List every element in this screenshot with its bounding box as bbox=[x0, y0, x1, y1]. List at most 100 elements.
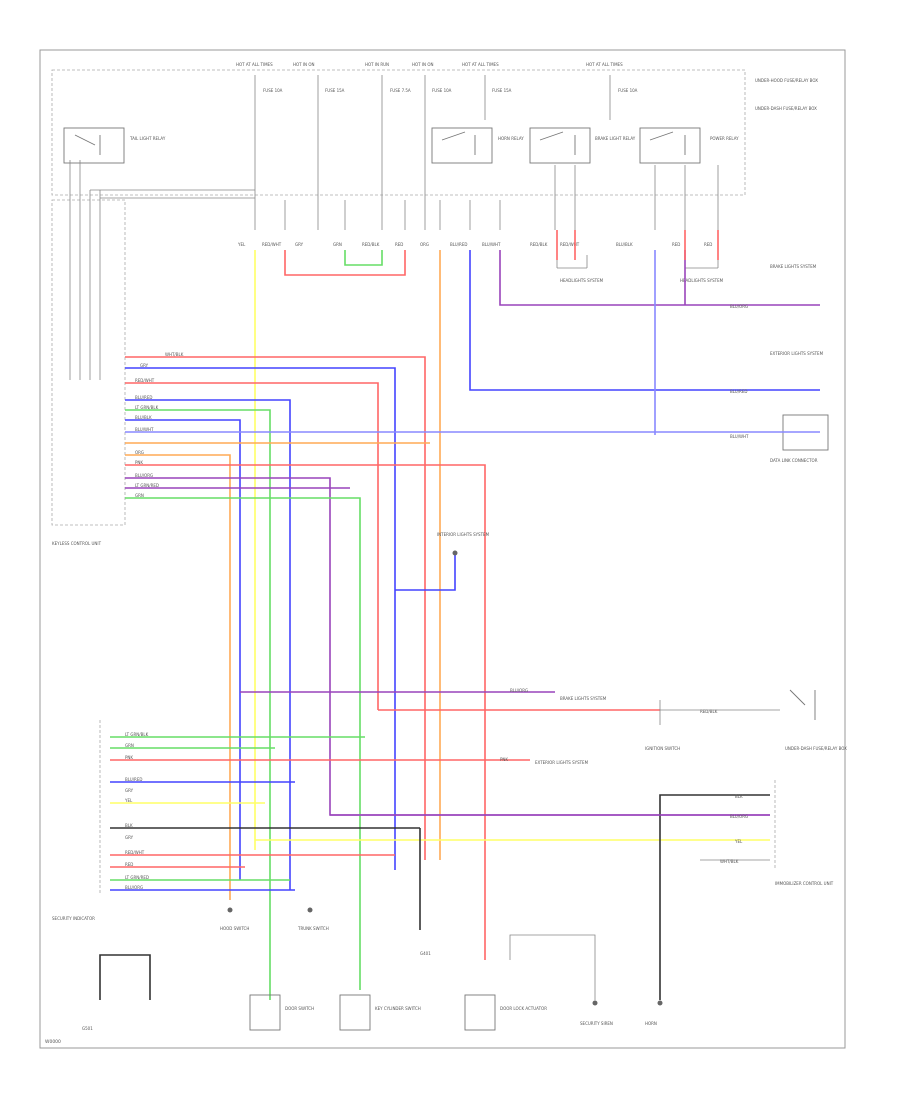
lcl-12: BLU/ORG bbox=[125, 885, 143, 890]
bottom-components: HOOD SWITCH TRUNK SWITCH G401 SECURITY I… bbox=[52, 828, 663, 1031]
cuwl-6: BLU/BLK bbox=[135, 415, 152, 420]
ext-wl: PNK bbox=[500, 757, 508, 762]
lcl-10: RED bbox=[125, 862, 133, 867]
power-relay-label: POWER RELAY bbox=[710, 136, 739, 141]
fuse-label-3: HOT IN RUN bbox=[365, 62, 389, 67]
cuwl-1: WHT/BLK bbox=[165, 352, 184, 357]
relay-power: POWER RELAY bbox=[639, 127, 739, 164]
rc-wl-4: WHT/BLK bbox=[720, 859, 739, 864]
fuse-label-1: HOT AT ALL TIMES bbox=[236, 62, 273, 67]
cuwl-12: GRN bbox=[135, 493, 144, 498]
cu-wire-13 bbox=[125, 497, 361, 990]
wl-blue: BLU/RED bbox=[730, 389, 747, 394]
door-switch-box bbox=[249, 994, 281, 1031]
ground-label-1: G401 bbox=[420, 951, 431, 956]
ground-label-2: G501 bbox=[82, 1026, 93, 1031]
ignition-switch-symbol bbox=[789, 689, 816, 720]
fuse-rating-4: FUSE 10A bbox=[432, 88, 452, 93]
headlights-label-1: HEADLIGHTS SYSTEM bbox=[560, 278, 604, 283]
fuse-rating-6: FUSE 10A bbox=[618, 88, 638, 93]
key-cylinder-box bbox=[339, 994, 371, 1031]
rc-wl-2: BLU/ORG bbox=[730, 814, 748, 819]
conn-label-3: GRY bbox=[295, 242, 304, 247]
lcl-2: GRN bbox=[125, 743, 134, 748]
relay-horn: HORN RELAY bbox=[431, 127, 524, 164]
fuse-rating-5: FUSE 15A bbox=[492, 88, 512, 93]
lower-connector-wires bbox=[110, 736, 770, 891]
siren-link bbox=[509, 934, 596, 1000]
fuse-labels: HOT AT ALL TIMES HOT IN ON HOT IN RUN HO… bbox=[236, 62, 623, 67]
relay-tail-light: TAIL LIGHT RELAY bbox=[63, 127, 166, 164]
fuse-rating-1: FUSE 10A bbox=[263, 88, 283, 93]
tail-light-relay-label: TAIL LIGHT RELAY bbox=[129, 136, 166, 141]
cu-wire-3 bbox=[125, 382, 379, 710]
conn-label-9: BLU/WHT bbox=[482, 242, 501, 247]
rc-wl-3: YEL bbox=[734, 839, 743, 844]
wire-red-stubs bbox=[556, 230, 719, 260]
brake-lights-label: BRAKE LIGHTS SYSTEM bbox=[560, 696, 607, 701]
relay-feeds bbox=[554, 165, 719, 230]
cuwl-7: BLU/WHT bbox=[135, 427, 154, 432]
keyless-control-unit-outline bbox=[51, 199, 126, 526]
underhood-fuse-box-label: UNDER-HOOD FUSE/RELAY BOX bbox=[755, 78, 818, 83]
relay-brake: BRAKE LIGHT RELAY bbox=[529, 127, 636, 164]
cu-wire-4 bbox=[125, 399, 291, 890]
ignition-label: IGNITION SWITCH bbox=[645, 746, 680, 751]
fuse-label-5: HOT AT ALL TIMES bbox=[462, 62, 499, 67]
lcl-8: GRY bbox=[125, 835, 134, 840]
conn-label-13: RED bbox=[672, 242, 680, 247]
cu-wire-10 bbox=[125, 464, 486, 960]
horn-label: HORN bbox=[645, 1021, 657, 1026]
left-harness bbox=[69, 160, 101, 380]
cu-wire-6 bbox=[125, 419, 241, 880]
lcl-11: LT GRN/RED bbox=[125, 875, 149, 880]
hood-switch-node bbox=[227, 907, 233, 913]
lcl-6: YEL bbox=[124, 798, 133, 803]
immobilizer-label: IMMOBILIZER CONTROL UNIT bbox=[775, 881, 834, 886]
conn-label-2: RED/WHT bbox=[262, 242, 282, 247]
footer-code: W0000 bbox=[45, 1039, 61, 1045]
interior-lights-label: INTERIOR LIGHTS SYSTEM bbox=[437, 532, 490, 537]
lcl-7: BLK bbox=[125, 823, 133, 828]
door-switch-label: DOOR SWITCH bbox=[285, 1006, 314, 1011]
left-harness-top bbox=[90, 189, 255, 199]
conn-label-10: RED/BLK bbox=[530, 242, 548, 247]
brake-lights-wl: BLU/ORG bbox=[510, 688, 528, 693]
interior-lights-module: INTERIOR LIGHTS SYSTEM bbox=[395, 532, 490, 591]
fuse-rating-3: FUSE 7.5A bbox=[390, 88, 411, 93]
wl-lightblue: BLU/WHT bbox=[730, 434, 749, 439]
cuwl-4: BLU/RED bbox=[135, 395, 152, 400]
cu-wire-2 bbox=[125, 367, 396, 870]
right-label-2: EXTERIOR LIGHTS SYSTEM bbox=[770, 351, 824, 356]
conn-label-8: BLU/RED bbox=[450, 242, 467, 247]
wire-indicator bbox=[99, 954, 151, 1000]
control-unit-wires bbox=[125, 356, 820, 1000]
cuwl-3: RED/WHT bbox=[135, 378, 155, 383]
brake-light-relay-label: BRAKE LIGHT RELAY bbox=[595, 136, 636, 141]
wire-purple-top bbox=[499, 250, 820, 306]
underhood-fuse-box-outline bbox=[51, 69, 746, 196]
fuse-feeds: FUSE 10A FUSE 15A FUSE 7.5A FUSE 10A FUS… bbox=[254, 75, 638, 120]
conn-label-7: ORG bbox=[420, 242, 429, 247]
fuse-label-2: HOT IN ON bbox=[293, 62, 314, 67]
conn-label-6: RED bbox=[395, 242, 403, 247]
cuwl-8: ORG bbox=[135, 450, 144, 455]
horn-node bbox=[657, 1000, 663, 1006]
conn-label-12: BLU/BLK bbox=[616, 242, 633, 247]
lock-actuator-box bbox=[464, 994, 496, 1031]
top-colored-wires bbox=[254, 230, 820, 860]
right-label-1: BRAKE LIGHTS SYSTEM bbox=[770, 264, 817, 269]
wire-red-loop bbox=[284, 250, 406, 276]
ignition-link bbox=[659, 700, 780, 725]
wl-purple: BLU/ORG bbox=[730, 304, 748, 309]
lcl-3: PNK bbox=[125, 755, 133, 760]
wire-to-interior bbox=[395, 555, 456, 591]
headlights-label-2: HEADLIGHTS SYSTEM bbox=[680, 278, 724, 283]
conn-label-4: GRN bbox=[333, 242, 342, 247]
siren-label: SECURITY SIREN bbox=[580, 1021, 613, 1026]
wire-black-right bbox=[659, 794, 770, 1000]
under-dash-label-2: UNDER-DASH FUSE/RELAY BOX bbox=[785, 746, 847, 751]
fuse-rating-2: FUSE 15A bbox=[325, 88, 345, 93]
lcl-5: GRY bbox=[125, 788, 134, 793]
cu-wire-labels: WHT/BLK GRY RED/WHT BLU/RED LT GRN/BLK B… bbox=[135, 352, 184, 498]
